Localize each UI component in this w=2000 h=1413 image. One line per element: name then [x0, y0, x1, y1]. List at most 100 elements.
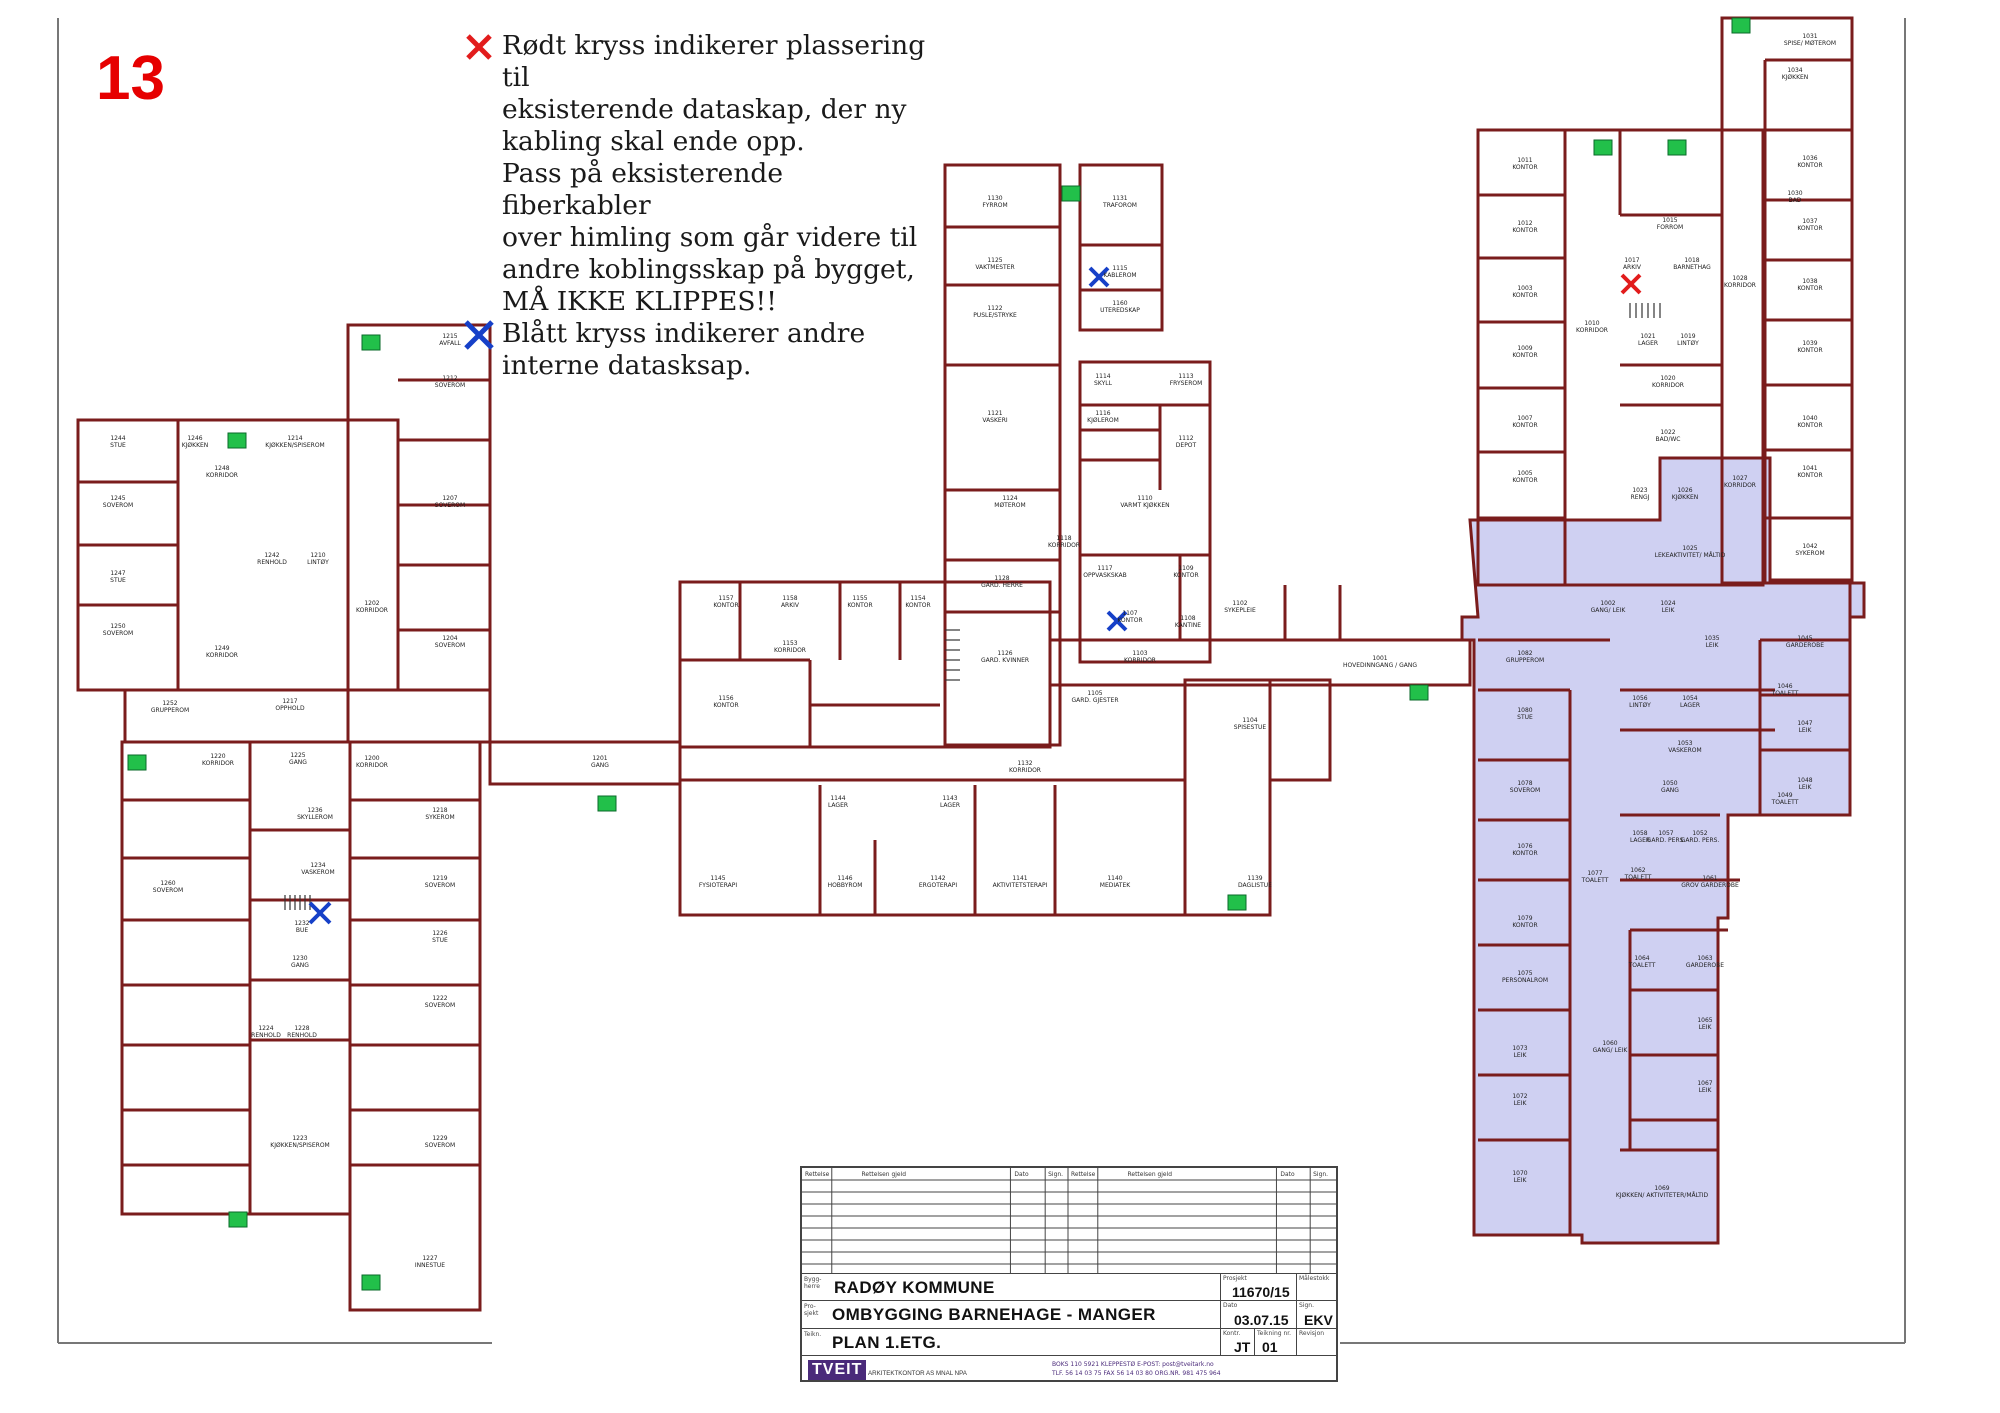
room-number: 1020: [1660, 375, 1675, 382]
legend: Rødt kryss indikerer plassering til eksi…: [462, 30, 932, 382]
revision-header: Dato: [1014, 1171, 1029, 1178]
room-number: 1108: [1180, 615, 1195, 622]
room-name: KORRIDOR: [774, 647, 806, 654]
room-name: LEKEAKTIVITET/ MÅLTID: [1655, 552, 1726, 559]
room-number: 1069: [1654, 1185, 1669, 1192]
room-number: 1242: [264, 552, 279, 559]
legend-red-line: Pass på eksisterende fiberkabler: [502, 158, 784, 221]
scale-label: Målestokk: [1299, 1275, 1330, 1282]
room-number: 1226: [432, 930, 447, 937]
exit-sign: [1731, 17, 1751, 34]
room-number: 1143: [942, 795, 957, 802]
room-number: 1040: [1802, 415, 1817, 422]
page-number: 13: [96, 44, 165, 113]
project-row: Pro-sjekt OMBYGGING BARNEHAGE - MANGER D…: [802, 1300, 1336, 1328]
sheet-label: Teikning nr.: [1257, 1330, 1292, 1337]
exit-sign: [361, 1274, 381, 1291]
room-number: 1155: [852, 595, 867, 602]
room-name: SOVEROM: [425, 1142, 455, 1149]
room-name: FRYSEROM: [1170, 380, 1203, 387]
room-number: 1201: [592, 755, 607, 762]
west-wing: [76, 323, 492, 1312]
legend-red-line: over himling som går videre til: [502, 222, 918, 253]
room-name: KORRIDOR: [206, 472, 238, 479]
room-name: KJØKKEN/SPISEROM: [265, 442, 324, 449]
room-number: 1142: [930, 875, 945, 882]
room-name: GRUPPEROM: [1506, 657, 1544, 664]
room-name: FYSIOTERAPI: [699, 882, 738, 889]
room-number: 1077: [1587, 870, 1602, 877]
room-number: 1153: [782, 640, 797, 647]
divider: [1296, 1274, 1297, 1300]
room-name: KONTOR: [1797, 422, 1822, 429]
room-number: 1225: [290, 752, 305, 759]
date-value: 03.07.15: [1234, 1312, 1289, 1328]
room-number: 1015: [1662, 217, 1677, 224]
room-name: TOALETT: [1624, 874, 1652, 881]
room-name: SOVEROM: [435, 502, 465, 509]
project-number: 11670/15: [1232, 1284, 1290, 1300]
room-name: KORRIDOR: [1724, 482, 1756, 489]
room-name: OPPVASKSKAB: [1083, 572, 1126, 579]
room-number: 1145: [710, 875, 725, 882]
room-name: VAKTMESTER: [975, 264, 1014, 271]
room-name: LINTØY: [307, 559, 329, 566]
exit-sign: [127, 754, 147, 771]
tveit-logo: TVEIT: [808, 1360, 867, 1380]
room-number: 1131: [1112, 195, 1127, 202]
room-name: VARMT KJØKKEN: [1120, 502, 1169, 509]
room-number: 1116: [1095, 410, 1110, 417]
room-name: KONTOR: [1512, 292, 1537, 299]
room-number: 1118: [1056, 535, 1071, 542]
room-name: TOALETT: [1771, 690, 1799, 697]
room-name: KONTOR: [1512, 850, 1537, 857]
room-name: KJØKKEN: [1672, 494, 1699, 501]
room-name: LINTØY: [1629, 702, 1651, 709]
room-name: KONTOR: [1797, 472, 1822, 479]
room-number: 1124: [1002, 495, 1017, 502]
room-number: 1048: [1797, 777, 1812, 784]
firm-subtitle: ARKITEKTKONTOR AS MNAL NPA: [868, 1370, 967, 1377]
room-number: 1079: [1517, 915, 1532, 922]
room-number: 1041: [1802, 465, 1817, 472]
room-name: SOVEROM: [425, 882, 455, 889]
room-number: 1022: [1660, 429, 1675, 436]
room-number: 1140: [1107, 875, 1122, 882]
client-label: Bygg-herre: [804, 1276, 822, 1290]
room-number: 1019: [1680, 333, 1695, 340]
exit-sign: [227, 432, 247, 449]
room-name: GANG: [289, 759, 307, 766]
room-number: 1234: [310, 862, 325, 869]
